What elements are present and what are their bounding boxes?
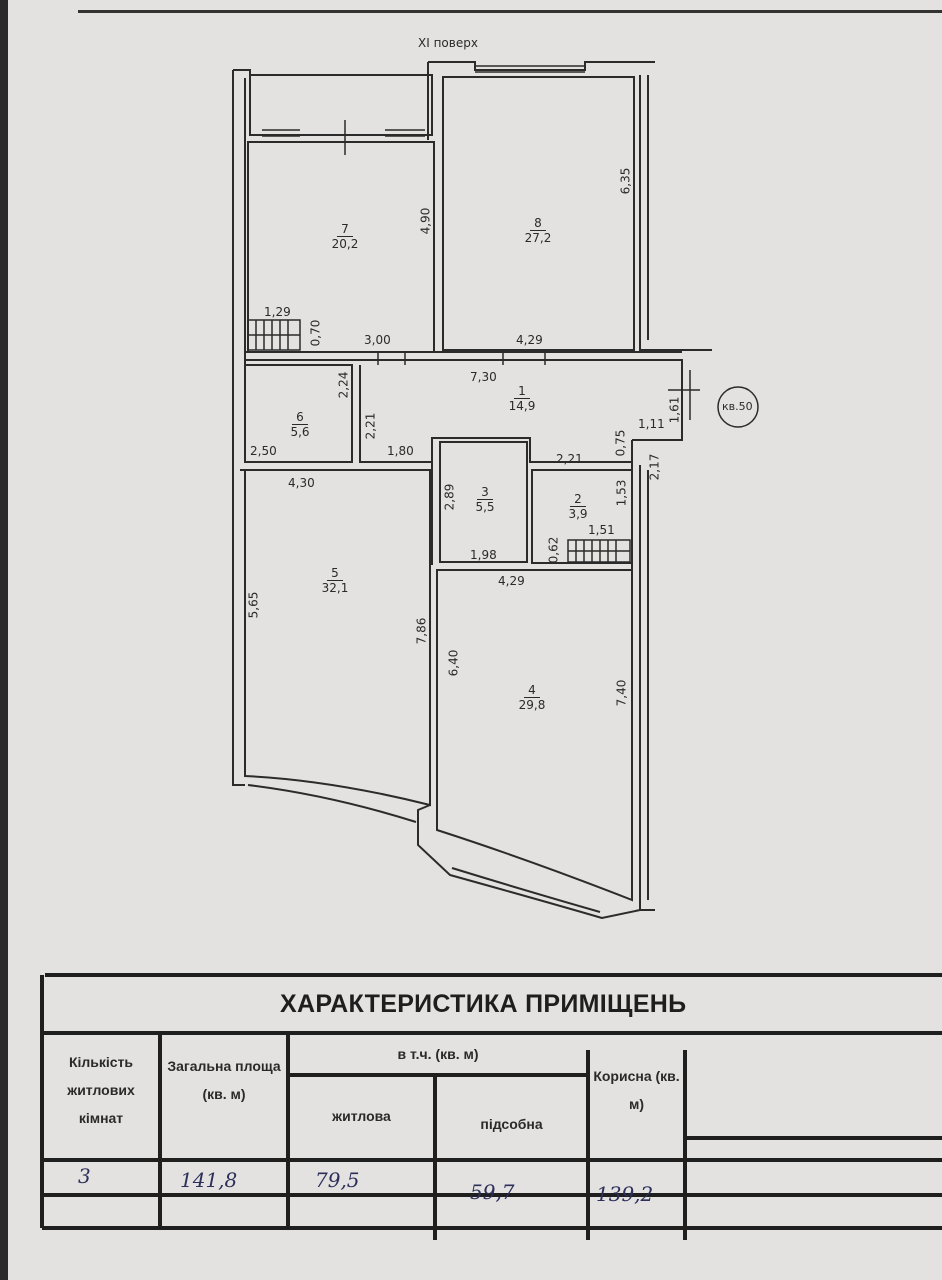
room-number: 1 bbox=[514, 385, 530, 399]
room-area: 5,5 bbox=[475, 500, 495, 514]
room-number: 3 bbox=[477, 486, 493, 500]
floor-label: XI поверх bbox=[418, 36, 478, 50]
photo-edge bbox=[0, 0, 8, 1280]
dimension: 0,70 bbox=[308, 319, 323, 347]
dimension: 5,65 bbox=[246, 591, 261, 619]
walls bbox=[232, 61, 712, 920]
room-number: 8 bbox=[530, 217, 546, 231]
dimension: 1,53 bbox=[614, 479, 629, 507]
value-rooms-count: 3 bbox=[78, 1164, 91, 1188]
dimension: 1,61 bbox=[667, 396, 682, 424]
dimension: 7,30 bbox=[470, 370, 497, 384]
dimension: 2,21 bbox=[363, 412, 378, 440]
dimension: 1,29 bbox=[264, 305, 291, 319]
dimension: 6,40 bbox=[446, 649, 461, 677]
dimension: 1,11 bbox=[638, 417, 665, 431]
header-including: в т.ч. (кв. м) bbox=[397, 1046, 479, 1062]
windows bbox=[262, 65, 700, 420]
dimension: 3,00 bbox=[364, 333, 391, 347]
dimension: 0,75 bbox=[613, 429, 628, 457]
dimension: 0,62 bbox=[546, 536, 561, 564]
header-useful: Корисна (кв. м) bbox=[593, 1068, 680, 1112]
value-auxiliary: 59,7 bbox=[470, 1180, 515, 1204]
room-area: 3,9 bbox=[568, 507, 588, 521]
dimension: 4,30 bbox=[288, 476, 315, 490]
dimension: 7,86 bbox=[414, 617, 429, 645]
dimension: 4,90 bbox=[418, 207, 433, 235]
dimension: 6,35 bbox=[618, 167, 633, 195]
room-area: 27,2 bbox=[524, 231, 552, 245]
table-title: ХАРАКТЕРИСТИКА ПРИМІЩЕНЬ bbox=[280, 990, 687, 1018]
apartment-tag: кв.50 bbox=[722, 400, 753, 413]
room-area: 29,8 bbox=[518, 698, 546, 712]
room-area: 20,2 bbox=[331, 237, 359, 251]
dimension: 4,29 bbox=[516, 333, 543, 347]
room-number: 2 bbox=[570, 493, 586, 507]
room-area: 32,1 bbox=[321, 581, 349, 595]
room-number: 6 bbox=[292, 411, 308, 425]
dimension: 2,24 bbox=[336, 371, 351, 399]
room-area: 5,6 bbox=[290, 425, 310, 439]
frame-border bbox=[78, 10, 942, 13]
dimension: 1,51 bbox=[588, 523, 615, 537]
dimension: 2,17 bbox=[647, 453, 662, 481]
room-area: 14,9 bbox=[508, 399, 536, 413]
apartment-circle bbox=[717, 386, 759, 428]
room-number: 5 bbox=[327, 567, 343, 581]
dimension: 2,89 bbox=[442, 483, 457, 511]
dimension: 1,80 bbox=[387, 444, 414, 458]
value-living: 79,5 bbox=[315, 1168, 360, 1192]
dimension: 4,29 bbox=[498, 574, 525, 588]
header-rooms-count: Кількість житлових кімнат bbox=[67, 1054, 135, 1126]
room-number: 4 bbox=[524, 684, 540, 698]
value-useful: 139,2 bbox=[596, 1182, 654, 1206]
dimension: 2,21 bbox=[556, 452, 583, 466]
value-total-area: 141,8 bbox=[180, 1168, 238, 1192]
room-number: 7 bbox=[337, 223, 353, 237]
dimension: 1,98 bbox=[470, 548, 497, 562]
document-paper bbox=[8, 0, 942, 1280]
header-total-area: Загальна площа (кв. м) bbox=[167, 1058, 281, 1102]
dimension: 7,40 bbox=[614, 679, 629, 707]
table-grid bbox=[40, 973, 942, 1240]
header-auxiliary: підсобна bbox=[480, 1116, 543, 1132]
stair-hatch bbox=[247, 319, 631, 563]
header-living: житлова bbox=[332, 1108, 391, 1124]
dimension: 2,50 bbox=[250, 444, 277, 458]
